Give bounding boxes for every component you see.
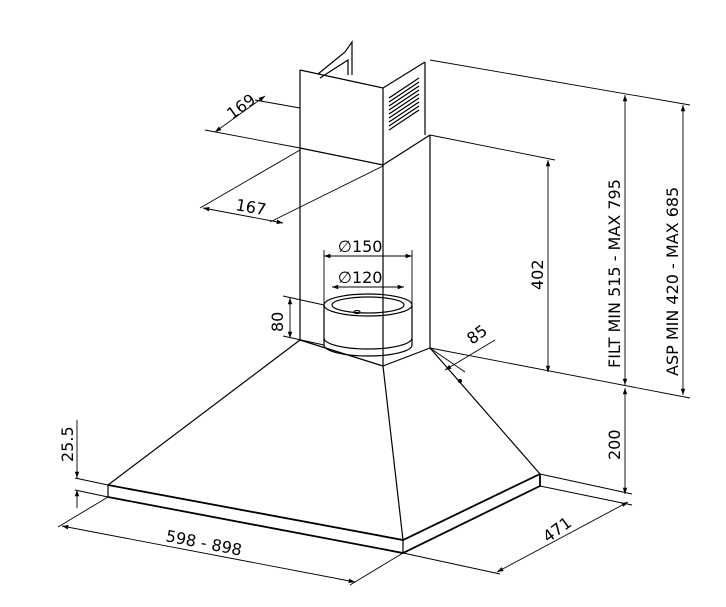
dim-402: 402 xyxy=(429,134,556,372)
dim-chimney-width: 167 xyxy=(199,149,384,225)
lower-chimney xyxy=(299,134,431,366)
hood-canopy xyxy=(107,339,541,541)
label-167: 167 xyxy=(234,195,267,219)
dim-collar-height: 80 xyxy=(268,295,325,346)
dim-85: 85 xyxy=(429,321,496,383)
label-471: 471 xyxy=(539,513,575,546)
outlet-collar xyxy=(323,293,413,357)
dim-extraction-range: ASP MIN 420 - MAX 685 xyxy=(663,105,686,395)
label-402: 402 xyxy=(528,259,547,290)
label-80: 80 xyxy=(268,312,287,332)
label-200: 200 xyxy=(605,429,624,460)
label-diameter-120: ∅120 xyxy=(338,268,382,287)
label-diameter-150: ∅150 xyxy=(338,237,382,256)
dim-width: 598 - 898 xyxy=(57,496,404,586)
label-169: 169 xyxy=(223,90,259,123)
label-width: 598 - 898 xyxy=(164,526,243,559)
dim-200: 200 xyxy=(605,388,628,494)
dim-chimney-depth: 169 xyxy=(204,90,301,149)
upper-chimney xyxy=(299,40,426,165)
label-asp: ASP MIN 420 - MAX 685 xyxy=(663,187,682,376)
wall-lines xyxy=(429,59,691,495)
label-filt: FILT MIN 515 - MAX 795 xyxy=(605,179,624,368)
label-85: 85 xyxy=(463,321,491,348)
dim-25-5: 25.5 xyxy=(58,420,109,508)
dim-filter-range: FILT MIN 515 - MAX 795 xyxy=(605,95,628,385)
dim-diameters: ∅150 ∅120 xyxy=(323,237,413,305)
dim-depth: 471 xyxy=(402,485,633,575)
vent-slots-icon xyxy=(388,77,420,131)
label-25-5: 25.5 xyxy=(58,426,77,462)
